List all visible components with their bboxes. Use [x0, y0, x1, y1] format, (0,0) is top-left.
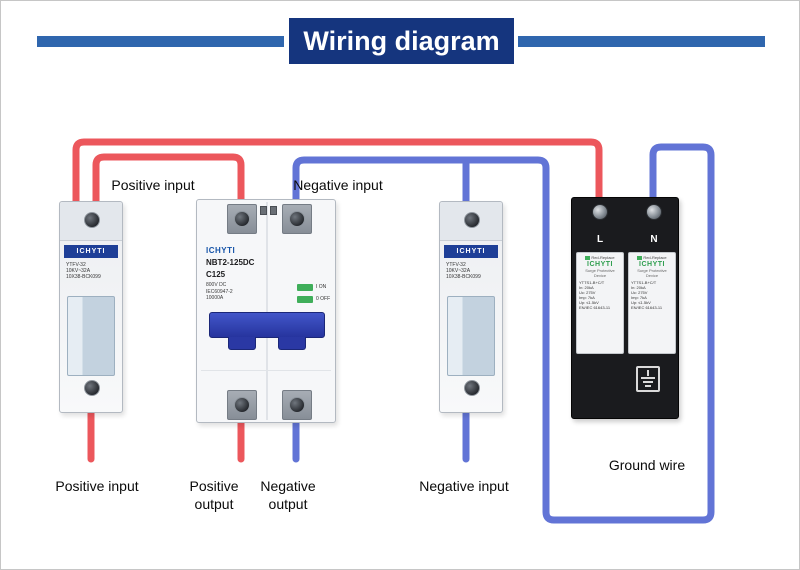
module-spec: Imp: 7kA [631, 295, 647, 300]
title-bar-right [518, 36, 765, 47]
fuse-spec-text: YTFV-32 10KV~32A 10X38-BCK099 [446, 262, 481, 280]
brand-plate: ICHYTI [444, 245, 498, 258]
body-groove [201, 370, 331, 371]
breaker-spec1: 800V DC [206, 282, 227, 288]
handle-stem [228, 337, 256, 350]
brand-logo: ICHYTI [587, 261, 613, 268]
breaker-spec-text: 800V DC IEC60947-2 10000A [206, 282, 233, 302]
status-text: Red-Replace [643, 255, 667, 260]
breaker-terminal [282, 204, 312, 234]
status-text: Red-Replace [591, 255, 615, 260]
fuse-spec2: 10X38-BCK099 [446, 274, 481, 280]
label-positive-input-top: Positive input [111, 177, 195, 193]
breaker-spec3: 10000A [206, 295, 224, 301]
label-negative-output: Negative output [260, 478, 316, 512]
title-bar-left [37, 36, 284, 47]
positive-fuse-to-breaker-wire [92, 153, 245, 210]
module-spec: YTTS1-B+C/T [631, 280, 657, 285]
module-spec: EN/IEC 61643-11 [631, 305, 663, 310]
breaker-terminal [227, 390, 257, 420]
breaker-terminal [227, 204, 257, 234]
handle-stem [278, 337, 306, 350]
page-title: Wiring diagram [303, 25, 500, 56]
terminal-screw-icon [84, 212, 100, 228]
brand-logo: ICHYTI [639, 261, 665, 268]
label-negative-input-bottom: Negative input [419, 478, 509, 494]
negative-bus-loop-wire [292, 143, 715, 524]
fuse-spec1: 10KV~32A [66, 268, 91, 274]
module-spec: EN/IEC 61643-11 [579, 305, 611, 310]
status-window: Red-Replace [579, 255, 621, 260]
ground-symbol-icon [645, 385, 651, 387]
breaker-model: NBT2-125DC [206, 258, 255, 267]
module-spec: YTTS1-B+C/T [579, 280, 605, 285]
terminal-screw-icon [289, 211, 305, 227]
module-spec: Up: ≤1.5kV [579, 300, 599, 305]
fuse-spec-text: YTFV-32 10KV~32A 10X38-BCK099 [66, 262, 101, 280]
module-spec: In: 20kA [579, 285, 594, 290]
module-spec: Up: ≤1.5kV [631, 300, 651, 305]
spd-module: Red-Replace ICHYTI Surge Protective Devi… [628, 252, 676, 354]
status-dot-icon [637, 255, 643, 260]
off-marking: 0 OFF [316, 296, 331, 302]
pole-seam [266, 202, 268, 420]
fuse-spec1: 10KV~32A [446, 268, 471, 274]
on-marking: I ON [316, 284, 327, 290]
terminal-screw-icon [464, 380, 480, 396]
ground-terminal [636, 366, 660, 392]
fuse-holder-right: ICHYTI YTFV-32 10KV~32A 10X38-BCK099 [439, 201, 503, 413]
status-window: Red-Replace [631, 255, 673, 260]
terminal-screw-icon [84, 380, 100, 396]
terminal-screw-icon [234, 397, 250, 413]
module-name: Surge Protective Device [585, 268, 615, 278]
spd-module: Red-Replace ICHYTI Surge Protective Devi… [576, 252, 624, 354]
terminal-screw-icon [646, 204, 662, 220]
module-spec: In: 20kA [631, 285, 646, 290]
fuse-holder-left: ICHYTI YTFV-32 10KV~32A 10X38-BCK099 [59, 201, 123, 413]
fuse-spec2: 10X38-BCK099 [66, 274, 101, 280]
terminal-screw-icon [464, 212, 480, 228]
terminal-marking [260, 206, 267, 215]
ground-symbol-icon [641, 377, 655, 379]
terminal-screw-icon [592, 204, 608, 220]
status-dot-icon [585, 255, 591, 260]
ground-symbol-icon [647, 370, 649, 376]
fuse-model: YTFV-32 [66, 262, 86, 268]
terminal-screw-icon [234, 211, 250, 227]
label-positive-output: Positive output [189, 478, 239, 512]
module-spec: Imp: 7kA [579, 295, 595, 300]
status-indicator-green [297, 284, 313, 291]
terminal-screw-icon [289, 397, 305, 413]
title-banner: Wiring diagram [289, 18, 514, 64]
ground-symbol-icon [643, 381, 653, 383]
label-ground-wire: Ground wire [608, 457, 686, 473]
module-spec: Uc: 275V [579, 290, 596, 295]
label-positive-input-bottom: Positive input [55, 478, 139, 494]
breaker-spec2: IEC60947-2 [206, 288, 233, 295]
terminal-marking [270, 206, 277, 215]
breaker-toggle-handle[interactable] [209, 312, 325, 338]
status-indicator-green [297, 296, 313, 303]
circuit-breaker: ICHYTI NBT2-125DC C125 800V DC IEC60947-… [196, 199, 336, 423]
terminal-n-label: N [650, 234, 658, 245]
breaker-terminal [282, 390, 312, 420]
breaker-rating: C125 [206, 270, 226, 279]
positive-bus-wire [72, 138, 603, 210]
fuse-model: YTFV-32 [446, 262, 466, 268]
brand-plate: ICHYTI [64, 245, 118, 258]
fuse-carrier-window [67, 296, 115, 376]
label-negative-input-top: Negative input [293, 177, 383, 193]
brand-logo: ICHYTI [206, 246, 236, 255]
module-spec: Uc: 275V [631, 290, 648, 295]
terminal-l-label: L [596, 234, 604, 245]
surge-protector: L N Red-Replace ICHYTI Surge Protective … [571, 197, 679, 419]
module-name: Surge Protective Device [637, 268, 667, 278]
fuse-carrier-window [447, 296, 495, 376]
